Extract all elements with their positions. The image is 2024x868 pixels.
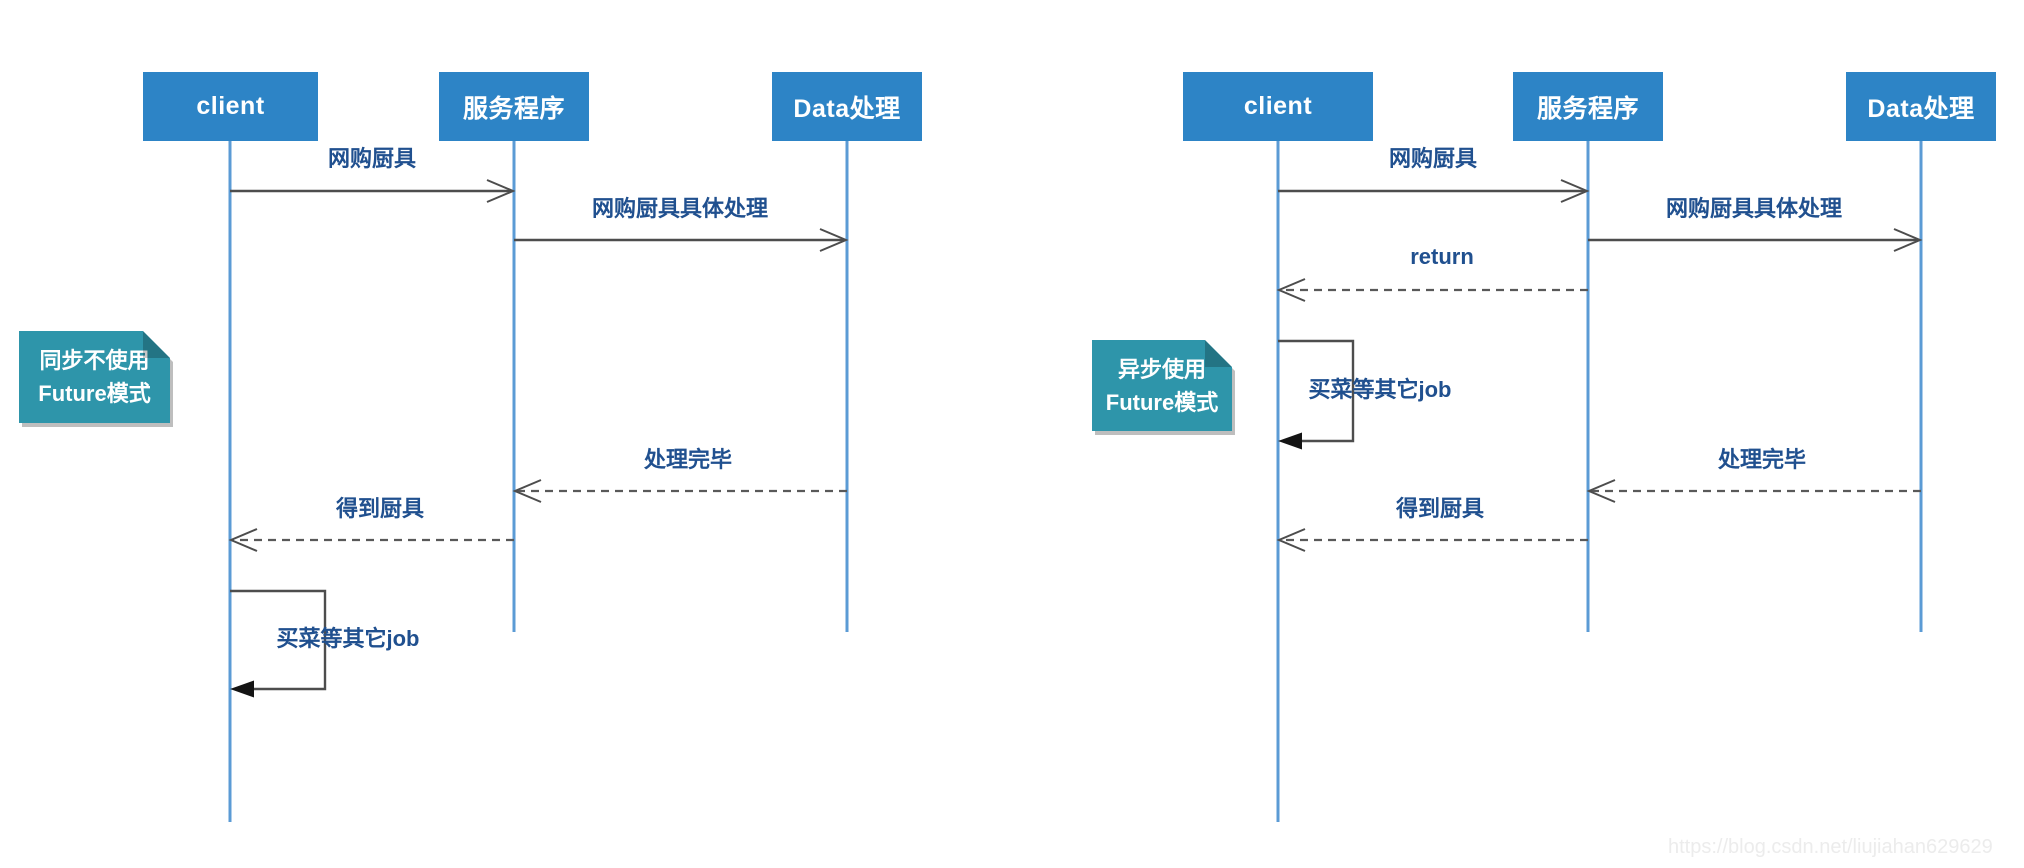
message-label-process-detail: 网购厨具具体处理 <box>591 196 769 221</box>
message-label-buy-kitchenware: 网购厨具 <box>1388 146 1478 171</box>
message-label-other-job: 买菜等其它job <box>1308 377 1452 402</box>
actor-box-service-right: 服务程序 <box>1513 72 1663 141</box>
arrowhead-open-left-icon <box>512 479 542 503</box>
note-fold-corner-icon <box>143 331 170 358</box>
arrowhead-open-left-icon <box>1276 528 1306 552</box>
arrowhead-open-right-icon <box>819 228 849 252</box>
note-fold-corner-icon <box>1205 340 1232 367</box>
message-label-buy-kitchenware: 网购厨具 <box>327 146 417 171</box>
arrowhead-open-left-icon <box>1586 479 1616 503</box>
self-message-right-loop <box>1278 339 1355 443</box>
actor-box-service-left: 服务程序 <box>439 72 589 141</box>
arrowhead-open-right-icon <box>486 179 516 203</box>
message-label-return: return <box>1410 244 1474 269</box>
note-line: Future模式 <box>38 381 151 406</box>
arrowhead-open-right-icon <box>1893 228 1923 252</box>
message-label-process-done: 处理完毕 <box>643 447 733 472</box>
message-label-got-kitchenware: 得到厨具 <box>335 496 425 521</box>
actor-box-client-left: client <box>143 72 318 141</box>
message-label-other-job: 买菜等其它job <box>276 626 420 651</box>
actor-box-client-right: client <box>1183 72 1373 141</box>
message-label-process-detail: 网购厨具具体处理 <box>1665 196 1843 221</box>
watermark: https://blog.csdn.net/liujiahan629629 <box>1668 836 1993 858</box>
actor-box-data-right: Data处理 <box>1846 72 1996 141</box>
message-label-got-kitchenware: 得到厨具 <box>1395 496 1485 521</box>
actor-box-data-left: Data处理 <box>772 72 922 141</box>
arrowhead-filled-left-icon <box>230 680 254 698</box>
arrowhead-open-left-icon <box>1276 278 1306 302</box>
note-sync-mode: 同步不使用 Future模式 <box>19 331 170 423</box>
arrowhead-filled-left-icon <box>1278 432 1302 450</box>
note-line: 同步不使用 <box>39 348 150 373</box>
note-line: Future模式 <box>1105 390 1219 415</box>
message-label-process-done: 处理完毕 <box>1717 447 1807 472</box>
note-async-mode: 异步使用 Future模式 <box>1092 340 1232 431</box>
self-message-left-loop <box>230 589 327 691</box>
note-line: 异步使用 <box>1117 357 1206 382</box>
arrowhead-open-right-icon <box>1560 179 1590 203</box>
arrowhead-open-left-icon <box>228 528 258 552</box>
